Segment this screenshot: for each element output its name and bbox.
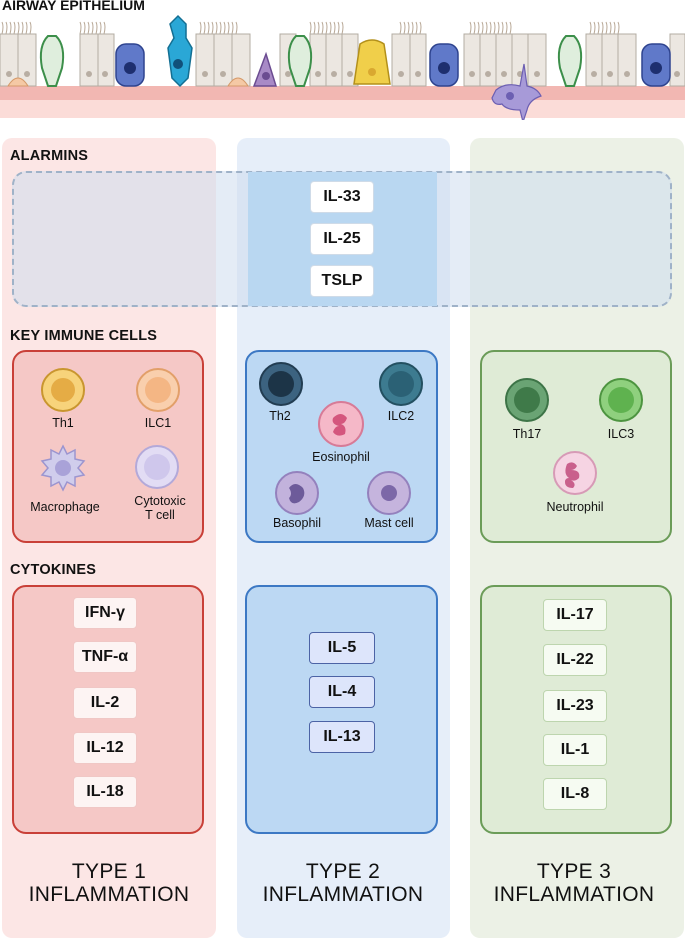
neutrophil-label: Neutrophil [546, 500, 604, 514]
macrophage-label: Macrophage [30, 500, 100, 514]
th17-label: Th17 [512, 427, 542, 441]
th2-cell-icon [258, 361, 304, 407]
alarmin-il33: IL-33 [310, 181, 374, 213]
cytokine-il4: IL-4 [309, 676, 375, 708]
ilc3-cell-icon [598, 377, 644, 423]
alarmin-il25: IL-25 [310, 223, 374, 255]
type3-title-line1: TYPE 3 [536, 860, 612, 883]
cytokine-il12: IL-12 [73, 732, 137, 764]
cytokine-il5: IL-5 [309, 632, 375, 664]
mast-cell-icon [366, 470, 412, 516]
basophil-label: Basophil [273, 516, 321, 530]
header-title: AIRWAY EPITHELIUM [2, 0, 145, 13]
cytotoxic-t-cell-icon [134, 444, 180, 490]
type1-title-line1: TYPE 1 [71, 860, 147, 883]
type1-title-line2: INFLAMMATION [28, 883, 190, 907]
type2-title: TYPE 2 INFLAMMATION [236, 860, 450, 906]
mast-cell-label: Mast cell [364, 516, 414, 530]
cytokine-il13: IL-13 [309, 721, 375, 753]
macrophage-cell-icon [38, 443, 88, 493]
cytokine-il22: IL-22 [543, 644, 607, 676]
key-immune-cells-heading: KEY IMMUNE CELLS [10, 328, 158, 344]
type2-title-line2: INFLAMMATION [262, 883, 424, 907]
type3-title: TYPE 3 INFLAMMATION [467, 860, 681, 906]
cytokine-tnf-alpha: TNF-α [73, 641, 137, 673]
cytokine-il17: IL-17 [543, 599, 607, 631]
neutrophil-cell-icon [552, 450, 598, 496]
th17-cell-icon [504, 377, 550, 423]
ilc1-label: ILC1 [144, 416, 172, 430]
ilc3-label: ILC3 [607, 427, 635, 441]
type2-title-line1: TYPE 2 [305, 860, 381, 883]
ilc1-cell-icon [135, 367, 181, 413]
th1-label: Th1 [52, 416, 74, 430]
alarmins-heading: ALARMINS [10, 148, 89, 164]
alarmin-tslp: TSLP [310, 265, 374, 297]
type2-cytokines-box [245, 585, 438, 834]
cytokine-il8: IL-8 [543, 778, 607, 810]
cytokines-heading: CYTOKINES [10, 562, 97, 578]
cytotoxic-label: Cytotoxic [134, 494, 186, 508]
cytokine-ifn-gamma: IFN-γ [73, 597, 137, 629]
cytokine-il1: IL-1 [543, 734, 607, 766]
t-cell-label: T cell [145, 508, 175, 522]
airway-epithelium-illustration [0, 14, 685, 120]
eosinophil-label: Eosinophil [312, 450, 370, 464]
cytokine-il23: IL-23 [543, 690, 607, 722]
th2-label: Th2 [269, 409, 291, 423]
th1-cell-icon [40, 367, 86, 413]
type3-cells-box [480, 350, 672, 543]
cytokine-il18: IL-18 [73, 776, 137, 808]
type3-title-line2: INFLAMMATION [493, 883, 655, 907]
basophil-cell-icon [274, 470, 320, 516]
cytokine-il2: IL-2 [73, 687, 137, 719]
ilc2-label: ILC2 [387, 409, 415, 423]
type1-title: TYPE 1 INFLAMMATION [2, 860, 216, 906]
ilc2-cell-icon [378, 361, 424, 407]
eosinophil-cell-icon [317, 400, 365, 448]
